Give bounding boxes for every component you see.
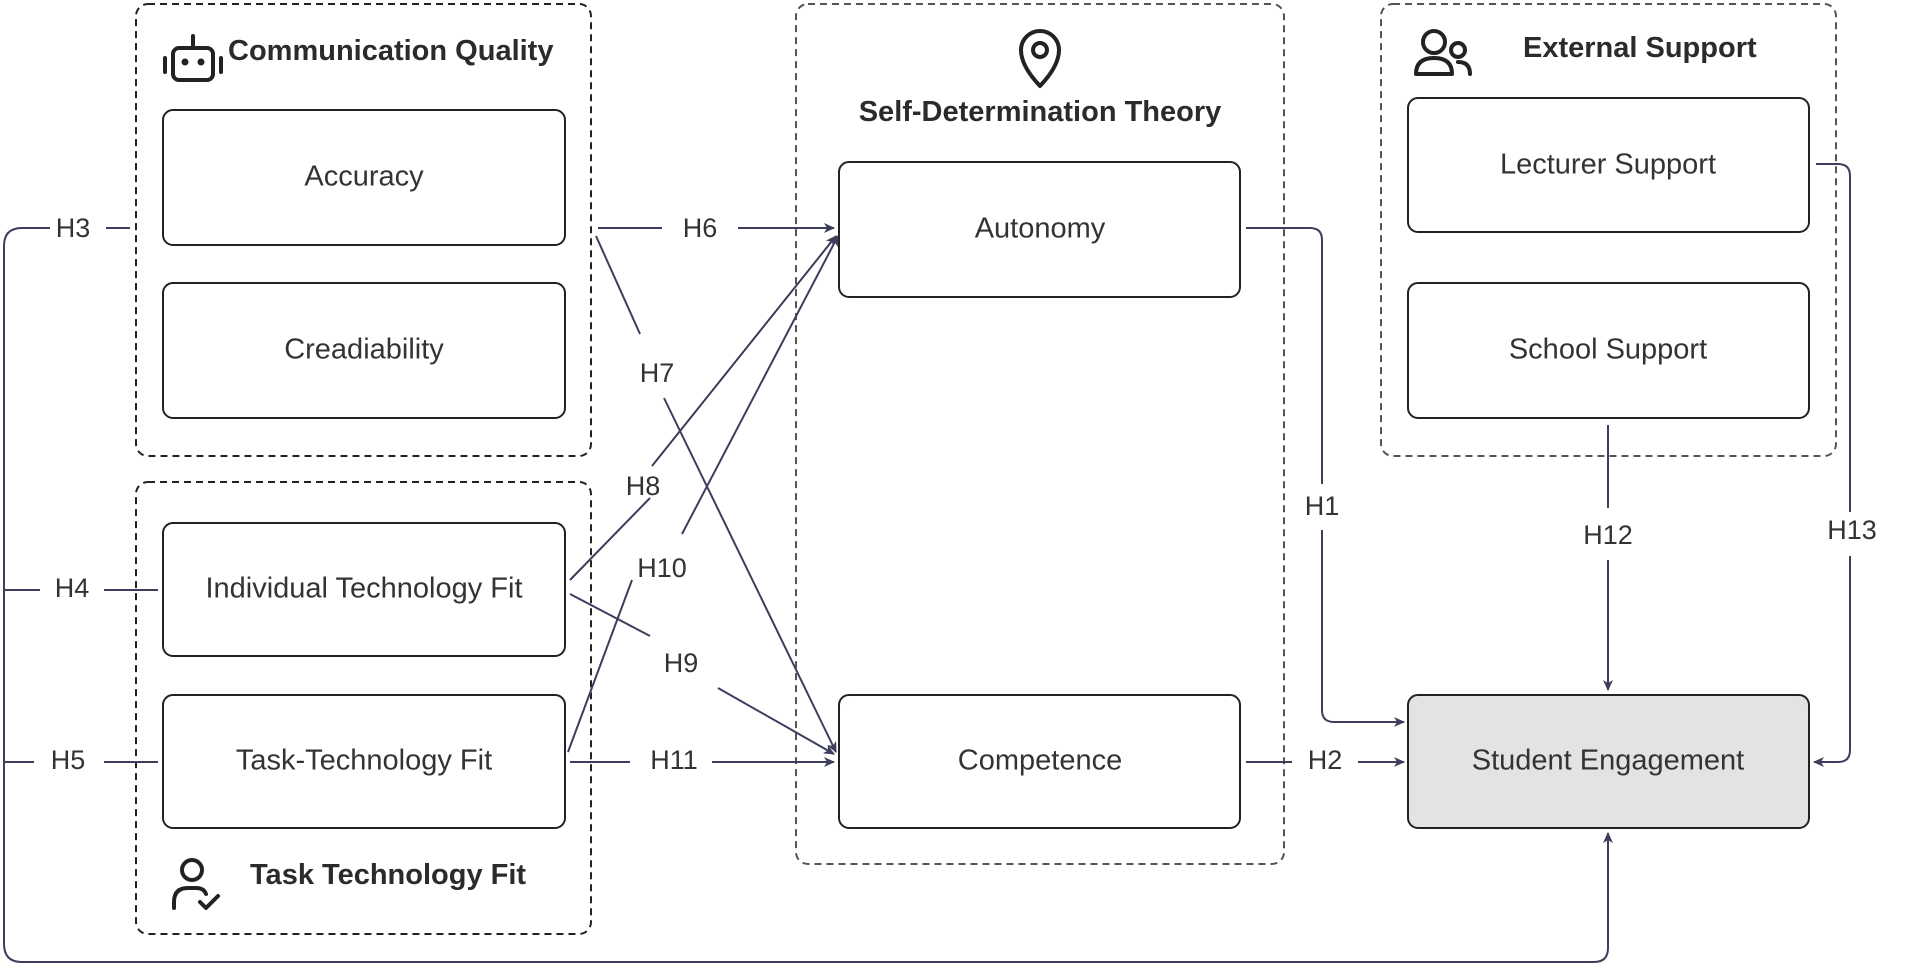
task-technology-fit-group — [135, 481, 592, 935]
task-technology-fit-title: Task Technology Fit — [250, 859, 526, 891]
communication-quality-title: Communication Quality — [228, 35, 553, 67]
h2-label: H2 — [1308, 745, 1343, 775]
user-check-icon — [172, 858, 220, 910]
self-determination-group — [795, 3, 1285, 865]
task-technology-fit-label: Task-Technology Fit — [236, 745, 492, 777]
h3-h4-h5-path — [3, 227, 1608, 963]
h5-label: H5 — [51, 745, 86, 775]
h10-path — [567, 236, 838, 753]
accuracy-label: Accuracy — [304, 161, 424, 193]
h9-path — [569, 593, 834, 754]
creadiability-label: Creadiability — [284, 334, 444, 366]
lecturer-support-label: Lecturer Support — [1500, 149, 1716, 181]
h1-path — [1246, 227, 1404, 722]
map-pin-icon — [1019, 29, 1061, 88]
self-determination-title: Self-Determination Theory — [859, 96, 1222, 128]
h8-label: H8 — [626, 471, 661, 501]
h6-label: H6 — [683, 213, 718, 243]
h3-label: H3 — [56, 213, 91, 243]
h11-label: H11 — [650, 745, 698, 775]
autonomy-label: Autonomy — [975, 213, 1106, 245]
h1-label: H1 — [1305, 491, 1340, 521]
task-technology-fit-box — [162, 694, 566, 829]
h7-label: H7 — [640, 358, 675, 388]
school-support-label: School Support — [1509, 334, 1707, 366]
h12-label: H12 — [1583, 520, 1633, 550]
h7-path — [595, 235, 836, 752]
h13-path — [1814, 163, 1851, 762]
individual-technology-fit-label: Individual Technology Fit — [205, 573, 522, 605]
individual-technology-fit-box — [162, 522, 566, 657]
student-engagement-label: Student Engagement — [1472, 745, 1744, 777]
h4-label: H4 — [55, 573, 90, 603]
external-support-group — [1380, 3, 1837, 457]
h13-label: H13 — [1827, 515, 1877, 545]
school-support-box — [1407, 282, 1810, 419]
h8-path — [569, 236, 836, 581]
accuracy-box — [162, 109, 566, 246]
competence-label: Competence — [958, 745, 1122, 777]
lecturer-support-box — [1407, 97, 1810, 233]
external-support-title: External Support — [1523, 32, 1757, 64]
users-icon — [1414, 29, 1472, 76]
robot-icon — [163, 34, 223, 82]
h9-label: H9 — [664, 648, 699, 678]
creadiability-box — [162, 282, 566, 419]
h10-label: H10 — [637, 553, 687, 583]
communication-quality-group — [135, 3, 592, 457]
